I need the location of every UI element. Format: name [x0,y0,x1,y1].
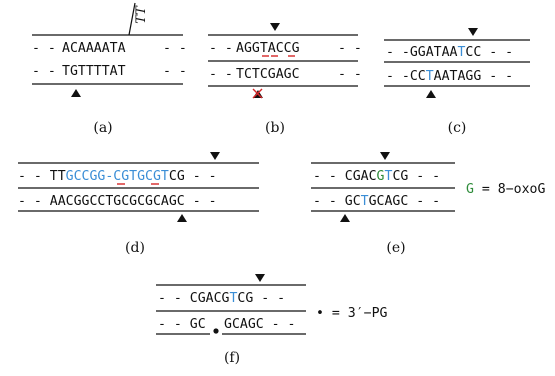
panel-e-caption: (e) [386,240,405,256]
panel-d-top-seq-blue: GCCGG-CGTGCGT [66,169,169,184]
panel-d-cleavage-marker-top [210,152,220,160]
panel-c-bot-seq-part2: AATAGG [434,69,482,84]
panel-c-bot-seq-blue: T [426,69,434,84]
panel-a-dimer-label: TT [134,5,149,24]
panel-b-cleavage-marker-top [270,23,280,31]
panel-f-top-seq-part1: CGACG [190,291,230,306]
panel-a-top-dashes-right: - - [163,41,187,56]
panel-b-bottom-dashes-right: - - [338,67,362,82]
panel-d-top-seq-part1: TT [50,169,66,184]
panel-e-top-seq-green: G [377,169,385,184]
panel-a-bottom-dashes-right: - - [163,64,187,79]
panel-c-caption: (c) [448,120,467,136]
panel-f-pg-dot [213,328,219,334]
panel-e-legend-g: G [466,182,474,197]
panel-d-caption: (d) [125,240,145,256]
panel-e-bot-seq-part1: GC [345,194,361,209]
panel-e-top-sequence-line: - - CGACGTCG - - [313,169,440,184]
panel-b-top-dashes-right: - - [338,41,362,56]
panel-a-caption: (a) [93,120,112,136]
panel-c-top-sequence-line: - -GGATAATCC - - [386,45,513,60]
panel-f-caption: (f) [224,350,240,366]
panel-e-top-seq-part2: CG [392,169,408,184]
panel-a: TT - - ACAAAATA - - - - TGTTTTAT - - (a) [32,2,187,136]
panel-b-bottom-dashes-left: - - [209,67,233,82]
panel-c-top-seq-blue: T [457,45,465,60]
panel-b-top-sequence: AGGTACCG [236,41,300,56]
panel-f-legend: • = 3′−PG [316,306,388,321]
panel-e-cleavage-marker-bottom [340,214,350,222]
panel-e-top-seq-part1: CGAC [345,169,377,184]
panel-d-cleavage-marker-bottom [177,214,187,222]
panel-d-top-sequence-line: - - TTGCCGG-CGTGCGTCG - - [18,169,217,184]
panel-b-red-cross-2 [252,88,263,99]
panel-d-bottom-sequence-line: - - AACGGCCTGCGCGCAGC - - [18,194,217,209]
panel-a-top-dashes-left: - - [32,41,56,56]
panel-c-bot-seq-part1: CC [410,69,426,84]
panel-c-top-seq-part1: GGATAA [410,45,458,60]
panel-c-bottom-sequence-line: - -CCTAATAGG - - [386,69,513,84]
panel-f-legend-text: = 3′−PG [324,306,388,321]
panel-a-bottom-dashes-left: - - [32,64,56,79]
panel-a-dimer-tick [128,2,136,36]
panel-f-bottom-right-sequence: GCAGC - - [224,317,295,332]
panel-f-bot-left-seq: GC [190,317,206,332]
panel-e-cleavage-marker-top [380,152,390,160]
panel-d-top-seq-part2: CG [169,169,185,184]
panel-c-cleavage-marker-bottom [426,90,436,98]
panel-a-top-sequence: ACAAAATA [62,41,126,56]
panel-f-bottom-left-sequence: - - GC [158,317,206,332]
panel-e-legend: G = 8−oxoG [466,182,545,197]
panel-a-cleavage-marker [71,89,81,97]
panel-c: - -GGATAATCC - - - -CCTAATAGG - - (c) [384,28,530,136]
panel-c-cleavage-marker-top [468,28,478,36]
panel-f-top-seq-part2: CG [237,291,253,306]
panel-e-bot-seq-blue: T [361,194,369,209]
panel-b: - - AGGTACCG - - - - TCTCGAGC - - (b) [208,23,362,136]
panel-e-legend-text: = 8−oxoG [474,182,546,197]
panel-b-top-dashes-left: - - [209,41,233,56]
panel-b-bottom-sequence: TCTCGAGC [236,67,300,82]
panel-a-bottom-sequence: TGTTTTAT [62,64,126,79]
panel-d-bottom-seq: AACGGCCTGCGCGCAGC [50,194,185,209]
panel-f-bot-right-seq: GCAGC [224,317,264,332]
panel-f-top-seq-blue: T [229,291,237,306]
panel-b-caption: (b) [265,120,285,136]
panel-f-legend-dot: • [316,306,324,321]
panel-c-top-seq-part2: CC [465,45,481,60]
panel-e-top-seq-blue: T [384,169,392,184]
panel-e: - - CGACGTCG - - - - GCTGCAGC - - G = 8−… [311,152,545,256]
panel-f-cleavage-marker-top [255,274,265,282]
panel-d: - - TTGCCGG-CGTGCGTCG - - - - AACGGCCTGC… [18,152,259,256]
panel-e-bottom-sequence-line: - - GCTGCAGC - - [313,194,440,209]
panel-e-bot-seq-part2: GCAGC [369,194,409,209]
panel-f-top-sequence-line: - - CGACGTCG - - [158,291,285,306]
panel-f: - - CGACGTCG - - - - GC GCAGC - - • = 3′… [156,274,388,366]
